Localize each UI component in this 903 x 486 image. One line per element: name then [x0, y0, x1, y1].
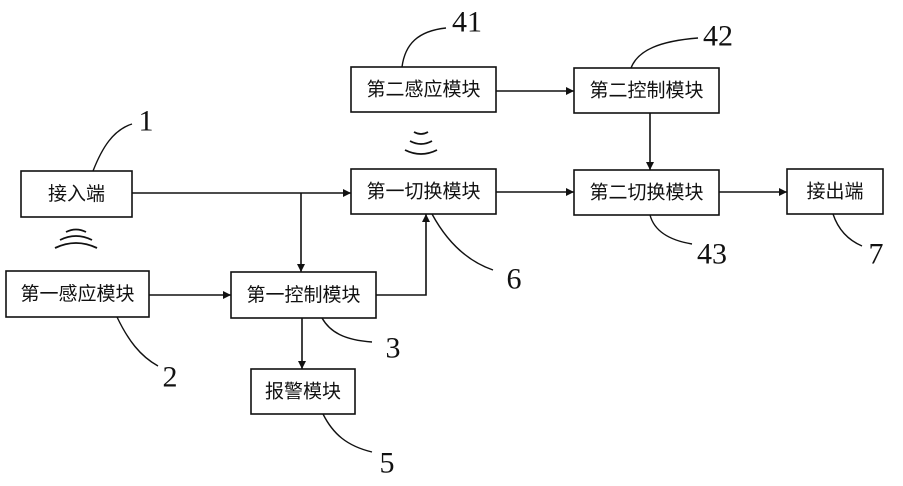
first-control-module-box: 第一控制模块 — [231, 272, 376, 318]
leader-2 — [117, 317, 158, 366]
ref-1: 1 — [139, 105, 154, 138]
ref-2: 2 — [163, 361, 178, 394]
ref-5: 5 — [380, 447, 395, 480]
ref-3: 3 — [386, 332, 401, 365]
leader-1 — [93, 124, 132, 171]
connections — [132, 91, 787, 369]
ref-42: 42 — [703, 20, 733, 53]
ref-41: 41 — [452, 6, 482, 39]
second-switch-module-label: 第二切换模块 — [589, 182, 703, 204]
second-sensing-module-label: 第二感应模块 — [366, 79, 480, 101]
input-terminal-box: 接入端 — [21, 171, 132, 217]
wireless-signal-icon — [55, 230, 97, 249]
leader-3 — [322, 318, 372, 342]
first-sensing-module-box: 第一感应模块 — [6, 271, 149, 317]
second-sensing-module-box: 第二感应模块 — [351, 67, 496, 112]
second-control-module-box: 第二控制模块 — [574, 68, 719, 113]
ref-6: 6 — [507, 263, 522, 296]
output-terminal-box: 接出端 — [787, 169, 883, 214]
alarm-module-box: 报警模块 — [251, 369, 355, 414]
first-control-module-label: 第一控制模块 — [246, 284, 360, 306]
leader-5 — [323, 414, 372, 452]
second-switch-module-box: 第二切换模块 — [574, 170, 719, 215]
first-switch-module-box: 第一切换模块 — [351, 169, 496, 214]
first-switch-module-label: 第一切换模块 — [366, 181, 480, 203]
first-sensing-module-label: 第一感应模块 — [20, 283, 134, 305]
output-terminal-label: 接出端 — [806, 181, 863, 203]
second-control-module-label: 第二控制模块 — [589, 80, 703, 102]
leader-43 — [650, 215, 692, 244]
alarm-module-label: 报警模块 — [265, 381, 341, 403]
ref-7: 7 — [869, 238, 884, 271]
leader-42 — [631, 38, 698, 68]
leader-7 — [833, 214, 862, 246]
leader-6 — [432, 214, 493, 270]
wire-first-control-to-first-switch — [376, 214, 426, 295]
input-terminal-label: 接入端 — [48, 183, 105, 205]
leader-41 — [402, 28, 446, 67]
wireless-signal-icon — [405, 132, 437, 154]
ref-43: 43 — [697, 238, 727, 271]
